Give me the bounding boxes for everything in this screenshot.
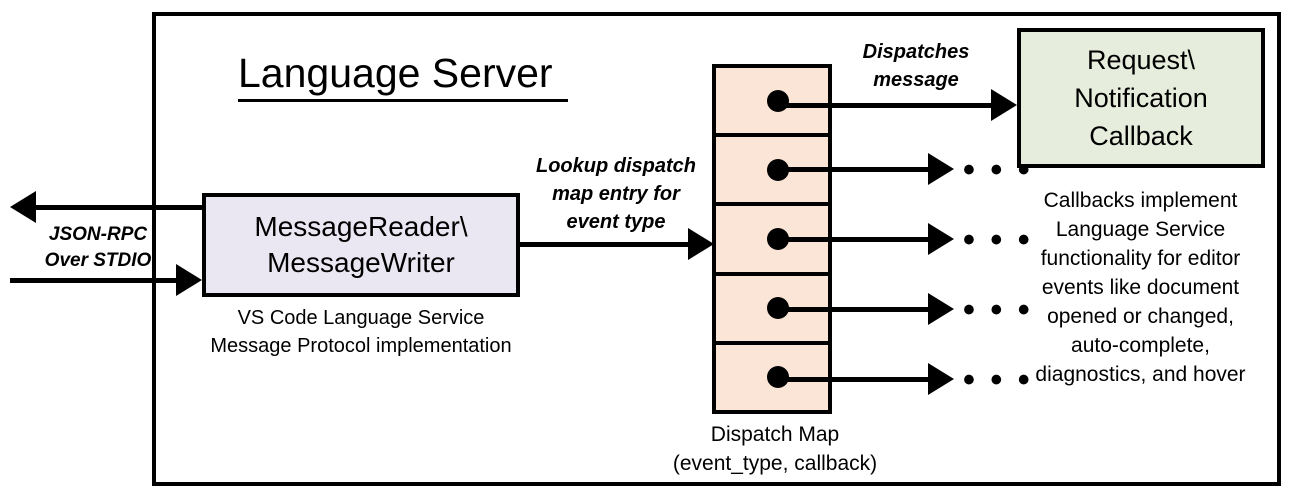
callback-title-line3: Callback xyxy=(1089,121,1193,151)
message-reader-writer-box[interactable]: MessageReader\ MessageWriter xyxy=(202,193,520,297)
callback-caption-line2: Language Service xyxy=(1055,218,1226,241)
message-reader-writer-title: MessageReader\ MessageWriter xyxy=(254,209,467,281)
callback-title-line1: Request\ xyxy=(1086,45,1196,75)
request-notification-callback-box[interactable]: Request\ Notification Callback xyxy=(1017,28,1265,168)
dispatch-row3-arrow-line xyxy=(780,237,932,242)
dispatch-map-dot-icon xyxy=(767,228,789,250)
jsonrpc-label-line1: JSON-RPC xyxy=(48,224,148,245)
reader-caption-line2: Message Protocol implementation xyxy=(210,335,512,357)
outbound-rpc-arrowhead xyxy=(10,191,36,223)
jsonrpc-stdio-label: JSON-RPC Over STDIO xyxy=(18,222,178,274)
inbound-rpc-arrowhead xyxy=(176,264,202,296)
lookup-arrowhead xyxy=(688,228,714,260)
dispatch-map-dot-icon xyxy=(767,297,789,320)
dispatch-map-caption: Dispatch Map (event_type, callback) xyxy=(640,420,910,478)
dispatch-row1-arrowhead xyxy=(991,89,1017,121)
dispatch-map-row[interactable] xyxy=(716,345,828,410)
lookup-arrow-line xyxy=(520,242,692,247)
lookup-label-line3: event type xyxy=(566,211,666,233)
dispatch-row2-arrow-line xyxy=(780,167,932,172)
callback-caption-line6: auto-complete, xyxy=(1071,334,1210,357)
dispatch-map-dot-icon xyxy=(767,89,789,112)
reader-caption-line1: VS Code Language Service xyxy=(237,307,485,329)
dispatches-label-line1: Dispatches xyxy=(862,41,970,63)
callback-caption-line7: diagnostics, and hover xyxy=(1035,363,1246,386)
lookup-label-line2: map entry for xyxy=(552,183,680,205)
dispatches-message-label: Dispatches message xyxy=(832,38,1000,94)
lookup-label-line1: Lookup dispatch xyxy=(536,155,696,177)
dispatch-row3-arrowhead xyxy=(928,223,954,255)
callback-caption: Callbacks implement Language Service fun… xyxy=(1008,186,1273,389)
callback-title: Request\ Notification Callback xyxy=(1074,41,1208,155)
callback-caption-line5: opened or changed, xyxy=(1047,305,1234,328)
dispatch-row1-arrow-line xyxy=(780,103,995,108)
dispatch-map-caption-line1: Dispatch Map xyxy=(710,423,840,446)
dispatches-label-line2: message xyxy=(873,69,959,91)
dispatch-map-table[interactable] xyxy=(712,64,832,414)
dispatch-row4-arrowhead xyxy=(928,293,954,325)
dispatch-map-row[interactable] xyxy=(716,137,828,207)
dispatch-row5-arrowhead xyxy=(928,363,954,395)
callback-title-line2: Notification xyxy=(1074,83,1208,113)
dispatch-row5-arrow-line xyxy=(780,377,932,382)
callback-caption-line4: events like document xyxy=(1041,276,1240,299)
dispatch-map-row[interactable] xyxy=(716,206,828,276)
message-reader-line: MessageReader\ xyxy=(254,211,468,242)
dispatch-map-caption-line2: (event_type, callback) xyxy=(672,452,878,475)
callback-caption-line3: functionality for editor xyxy=(1040,247,1241,270)
callback-caption-line1: Callbacks implement xyxy=(1043,189,1238,212)
message-reader-writer-caption: VS Code Language Service Message Protoco… xyxy=(196,304,526,360)
dispatch-row4-arrow-line xyxy=(780,307,932,312)
outbound-rpc-line xyxy=(36,205,206,210)
inbound-rpc-line xyxy=(10,278,178,283)
jsonrpc-label-line2: Over STDIO xyxy=(44,250,152,271)
dispatch-map-dot-icon xyxy=(767,366,789,389)
dispatch-row2-arrowhead xyxy=(928,153,954,185)
dispatch-map-row[interactable] xyxy=(716,276,828,345)
page-title: Language Server xyxy=(238,49,568,102)
message-writer-line: MessageWriter xyxy=(267,247,455,278)
language-server-boundary xyxy=(152,12,1281,486)
lookup-dispatch-label: Lookup dispatch map entry for event type xyxy=(516,152,716,236)
dispatch-map-dot-icon xyxy=(767,158,789,181)
